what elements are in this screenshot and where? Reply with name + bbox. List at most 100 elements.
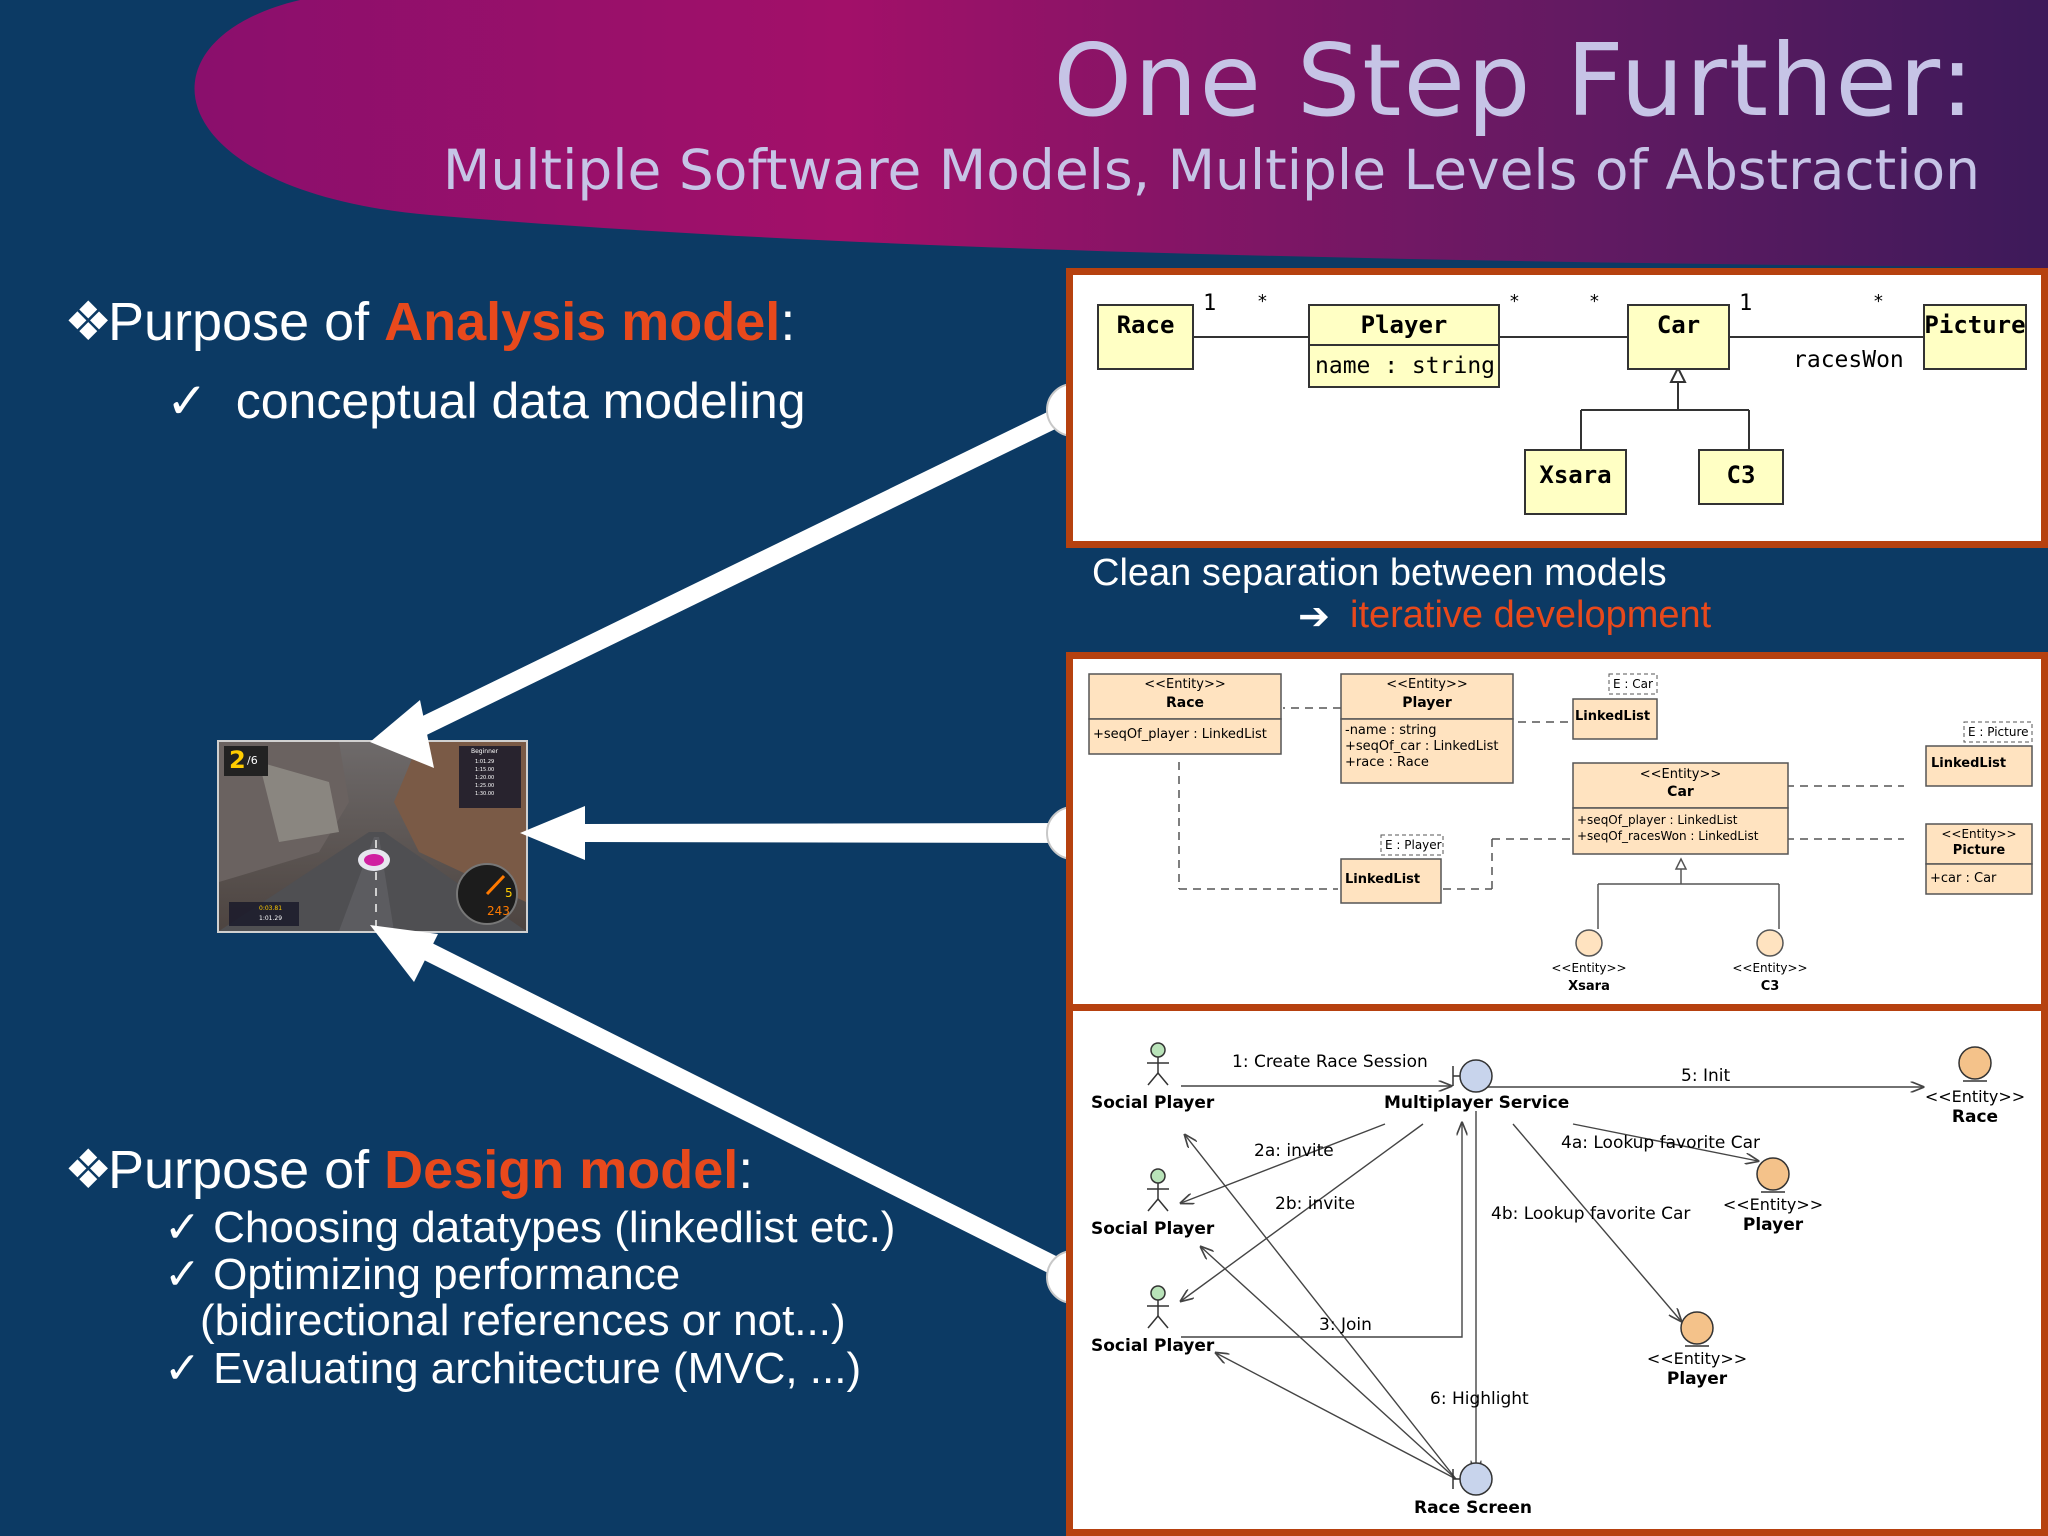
race-stereotype: <<Entity>> [1144,677,1226,692]
boundary-screen [1459,1462,1493,1496]
multiplicity: * [1873,291,1884,312]
iterative-development-label: iterative development [1350,594,1712,636]
entity-race [1958,1046,1992,1080]
design-item: ✓ Evaluating architecture (MVC, ...) [164,1344,862,1393]
player-stereotype: <<Entity>> [1386,677,1468,692]
message-label: 3: Join [1319,1315,1372,1335]
entity-stereotype: <<Entity>> [1646,1349,1748,1368]
picture-stereotype: <<Entity>> [1941,827,2017,841]
checkmark-icon: ✓ [164,1344,201,1393]
arrow-analysis-shaft [400,400,1078,745]
service-label: Multiplayer Service [1384,1093,1570,1113]
message-label: 2a: invite [1254,1141,1334,1161]
xsara-stereotype: <<Entity>> [1551,961,1627,975]
c3-stereotype: <<Entity>> [1732,961,1808,975]
entity-name: Player [1742,1215,1804,1235]
message-label: 4a: Lookup favorite Car [1561,1133,1761,1153]
analysis-item: ✓ conceptual data modeling [166,373,806,429]
multiplicity: * [1589,291,1600,312]
multiplicity: 1 [1203,291,1217,316]
class-picture [1923,304,2027,370]
class-player-attr: name : string [1315,353,1496,379]
checkmark-icon: ✓ [166,373,208,429]
checkmark-icon: ✓ [164,1250,201,1299]
gear-indicator: 5 [505,886,513,900]
leaderboard: 1:01.29 1:15.00 1:20.00 1:25.00 1:30.00 [475,759,495,797]
arrow-design-shaft [585,823,1072,843]
actor-label: Social Player [1091,1219,1215,1239]
message-label: 1: Create Race Session [1232,1052,1428,1072]
entity-name: Player [1666,1369,1728,1389]
entity-stereotype: <<Entity>> [1722,1195,1824,1214]
slide-subtitle: Multiple Software Models, Multiple Level… [442,138,1980,202]
diamond-bullet-icon: ❖ [64,292,113,352]
class-race-name: Race [1116,311,1175,339]
class-picture-name: Picture [1924,311,2026,339]
role-label: racesWon [1793,347,1904,373]
separation-caption: Clean separation between models [1092,552,1667,594]
design-race-attr: +seqOf_player : LinkedList [1093,727,1267,742]
collaboration-diagram: Social Player Social Player Social Playe… [1066,1004,2048,1536]
design-car-name: Car [1667,784,1694,800]
entity-player [1756,1157,1790,1191]
class-player-name: Player [1360,311,1448,339]
car-stereotype: <<Entity>> [1639,767,1722,782]
analysis-bullet: ❖Purpose of Analysis model: [64,292,796,352]
design-item: ✓ Optimizing performance [164,1250,681,1299]
entity-stereotype: <<Entity>> [1924,1087,2026,1106]
actor-figure [1147,1168,1169,1212]
entity-player [1680,1311,1714,1345]
linkedlist-label: LinkedList [1345,872,1421,887]
design-item: ✓ Choosing datatypes (linkedlist etc.) [164,1203,896,1252]
design-bullet: ❖Purpose of Design model: [64,1140,754,1200]
design-class-diagram: <<Entity>> Race +seqOf_player : LinkedLi… [1066,652,2048,1016]
diamond-bullet-icon: ❖ [64,1140,113,1200]
racing-scene [219,742,526,931]
class-car-name: Car [1656,311,1701,339]
design-race-name: Race [1165,695,1205,711]
class-race [1097,304,1194,370]
analysis-highlight: Analysis model [384,292,781,352]
boundary-service [1459,1059,1493,1093]
entity-name: Race [1951,1107,1999,1127]
analysis-class-diagram: Race Player name : string Car Picture Xs… [1066,268,2048,548]
actor-label: Social Player [1091,1336,1215,1356]
linkedlist-label: LinkedList [1931,756,2007,771]
arrow-design-head [520,806,585,860]
design-player-name: Player [1402,695,1452,711]
actor-label: Social Player [1091,1093,1215,1113]
race-position-total: /6 [247,754,258,767]
message-label: 5: Init [1681,1066,1731,1086]
arrow-right-icon: ➔ [1298,596,1330,638]
speedometer: 243 [487,904,510,918]
message-label: 2b: invite [1275,1194,1356,1214]
design-picture-name: Picture [1952,843,2006,858]
design-item-continued: (bidirectional references or not...) [200,1296,846,1345]
class-player [1308,304,1500,346]
arrow-collab-head [370,925,438,982]
leaderboard-header: Beginner [471,748,499,755]
class-c3 [1698,449,1784,505]
linkedlist-param: E : Car [1613,677,1653,691]
design-picture-attr: +car : Car [1930,871,1997,886]
design-car-attrs: +seqOf_player : LinkedList +seqOf_racesW… [1577,813,1759,843]
linkedlist-param: E : Picture [1968,725,2029,739]
class-xsara-name: Xsara [1539,461,1612,489]
arrow-analysis-head [370,700,434,768]
screen-label: Race Screen [1414,1498,1532,1518]
design-player-attrs: -name : string +seqOf_car : LinkedList +… [1345,723,1499,770]
current-time: 0:03.81 [259,905,283,912]
message-label: 6: Highlight [1430,1389,1529,1409]
checkmark-icon: ✓ [164,1203,201,1252]
game-screenshot: 2 /6 Beginner 1:01.29 1:15.00 1:20.00 1:… [217,740,528,933]
best-time: 1:01.29 [259,915,283,922]
actor-figure [1147,1042,1169,1086]
class-c3-name: C3 [1726,461,1756,489]
slide-title: One Step Further: [1053,22,1976,139]
class-xsara [1524,449,1627,515]
actor-figure [1147,1285,1169,1329]
linkedlist-label: LinkedList [1575,709,1651,724]
xsara-name: Xsara [1568,979,1610,994]
design-highlight: Design model [384,1140,739,1200]
